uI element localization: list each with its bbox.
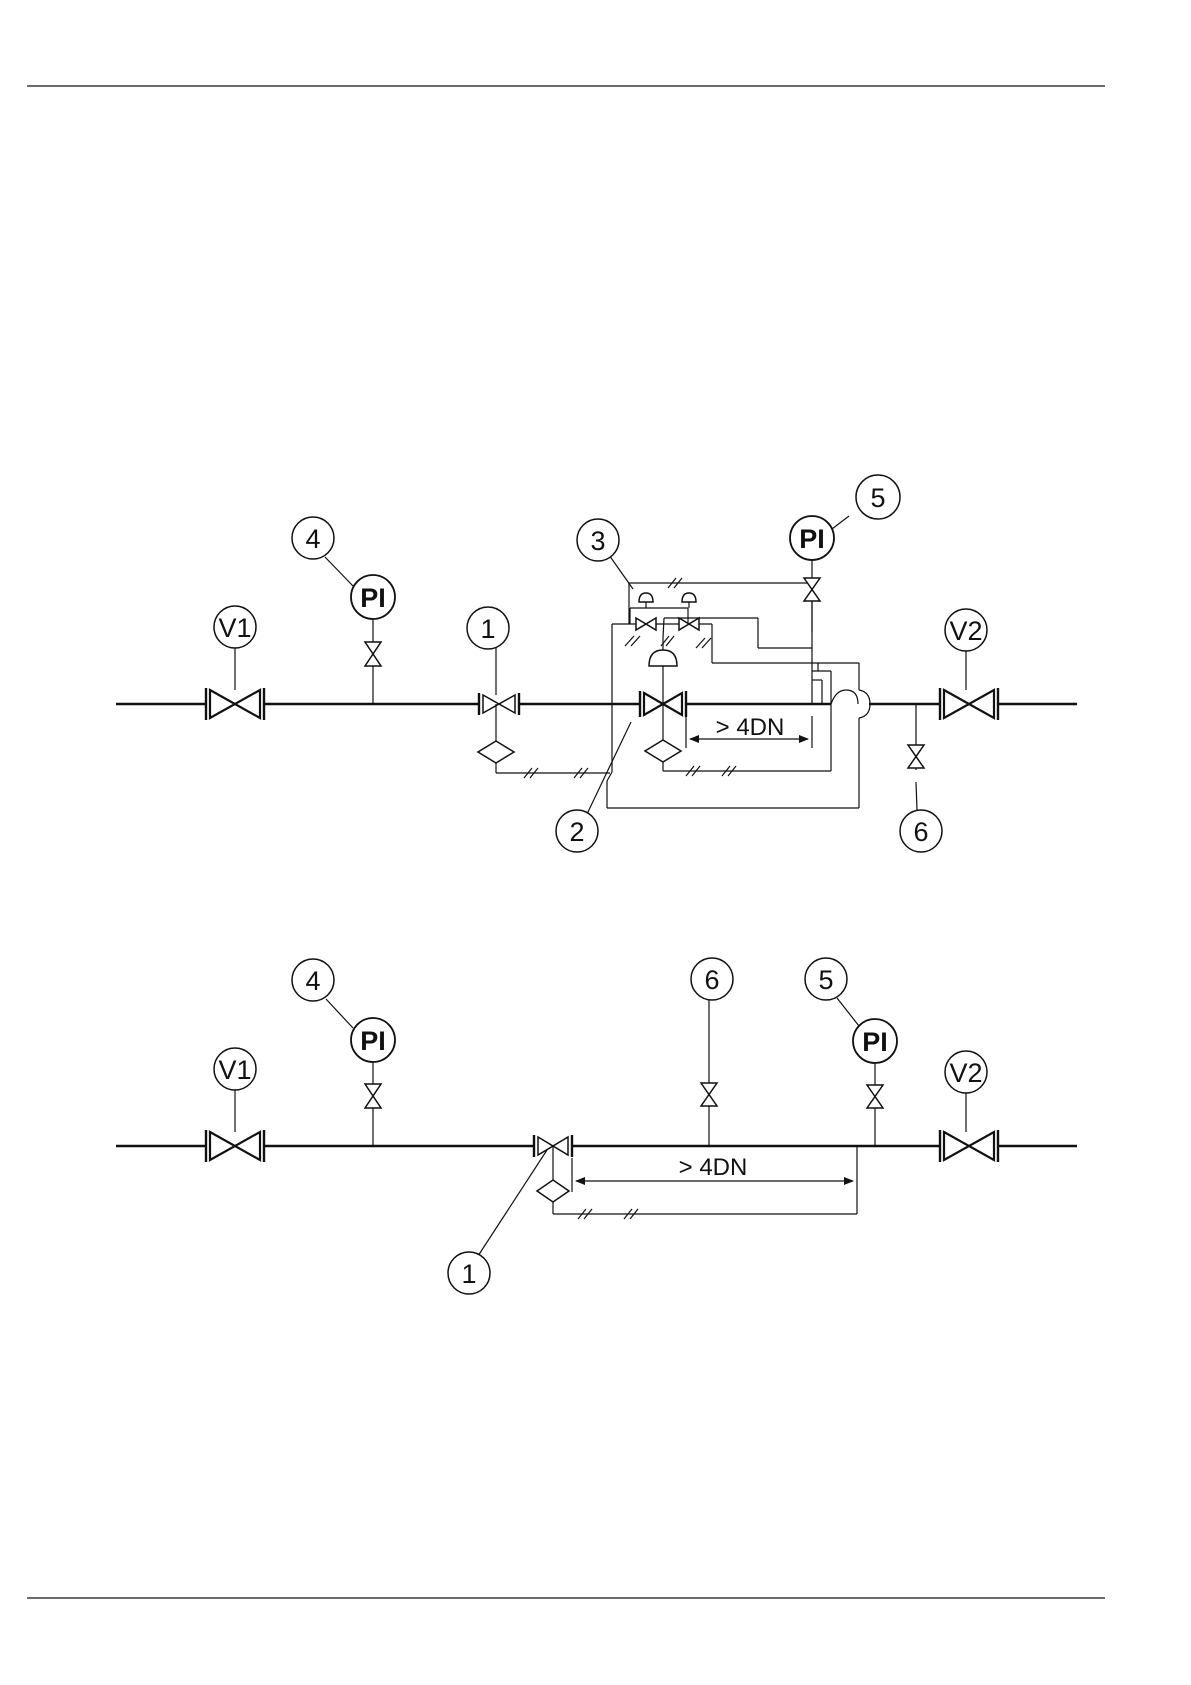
top-callout-3: 3 — [577, 519, 633, 589]
top-isolation-valve-v1 — [206, 640, 264, 720]
top-callout-5: 5 — [832, 475, 900, 529]
top-callout-1: 1 — [467, 607, 509, 649]
top-sensing-lines — [812, 632, 870, 808]
top-callout-v2: V2 — [945, 609, 987, 651]
bottom-callout-4-label: 4 — [305, 966, 320, 996]
top-callout-4: 4 — [292, 517, 353, 586]
top-pressure-gauge-downstream: PI — [790, 516, 834, 632]
bottom-pi-downstream-label: PI — [862, 1027, 888, 1057]
top-main-control-valve-2 — [640, 650, 831, 776]
bottom-callout-4: 4 — [292, 959, 353, 1028]
top-callout-4-label: 4 — [305, 524, 320, 554]
bottom-callout-1: 1 — [448, 1150, 547, 1294]
top-callout-2-label: 2 — [569, 817, 584, 847]
bottom-callout-v1: V1 — [214, 1048, 256, 1090]
bottom-callout-6-label: 6 — [704, 965, 719, 995]
bottom-dimension: > 4DN — [572, 1154, 853, 1192]
diagram-bottom: V1 PI 4 — [116, 958, 1077, 1294]
top-pi-downstream-label: PI — [799, 524, 825, 554]
bottom-callout-5-label: 5 — [818, 965, 833, 995]
diagram-top: V1 PI 4 — [116, 475, 1077, 852]
top-callout-6: 6 — [900, 810, 942, 852]
top-callout-5-label: 5 — [870, 483, 885, 513]
top-control-valve-1 — [478, 643, 610, 778]
bottom-pressure-gauge-upstream: PI — [351, 1018, 395, 1146]
top-callout-v2-label: V2 — [949, 616, 982, 646]
bottom-callout-6: 6 — [691, 958, 733, 1000]
bottom-pressure-gauge-downstream: PI — [853, 1019, 897, 1146]
bottom-dimension-label: > 4DN — [679, 1154, 748, 1181]
bottom-isolation-valve-v2 — [940, 1093, 998, 1162]
bottom-pi-upstream-label: PI — [360, 1026, 386, 1056]
top-dimension-label: > 4DN — [716, 714, 785, 741]
bottom-callout-5: 5 — [805, 958, 859, 1026]
top-pi-upstream-label: PI — [360, 583, 386, 613]
bottom-callout-v2: V2 — [945, 1051, 987, 1093]
top-callout-6-label: 6 — [913, 817, 928, 847]
top-isolation-valve-v2 — [940, 651, 998, 720]
top-pressure-gauge-upstream: PI — [351, 575, 395, 704]
top-callout-2: 2 — [556, 722, 631, 852]
bottom-isolation-valve-v1 — [206, 1089, 264, 1162]
top-callout-1-label: 1 — [480, 614, 495, 644]
bottom-test-point-6 — [701, 999, 717, 1146]
bottom-callout-v2-label: V2 — [949, 1058, 982, 1088]
top-callout-3-label: 3 — [590, 526, 605, 556]
top-dimension: > 4DN — [686, 714, 812, 748]
bottom-callout-1-label: 1 — [461, 1259, 476, 1289]
bottom-callout-v1-label: V1 — [218, 1055, 251, 1085]
top-test-point-6 — [908, 704, 924, 810]
top-callout-v1-label: V1 — [218, 613, 251, 643]
top-callout-v1: V1 — [214, 606, 256, 648]
